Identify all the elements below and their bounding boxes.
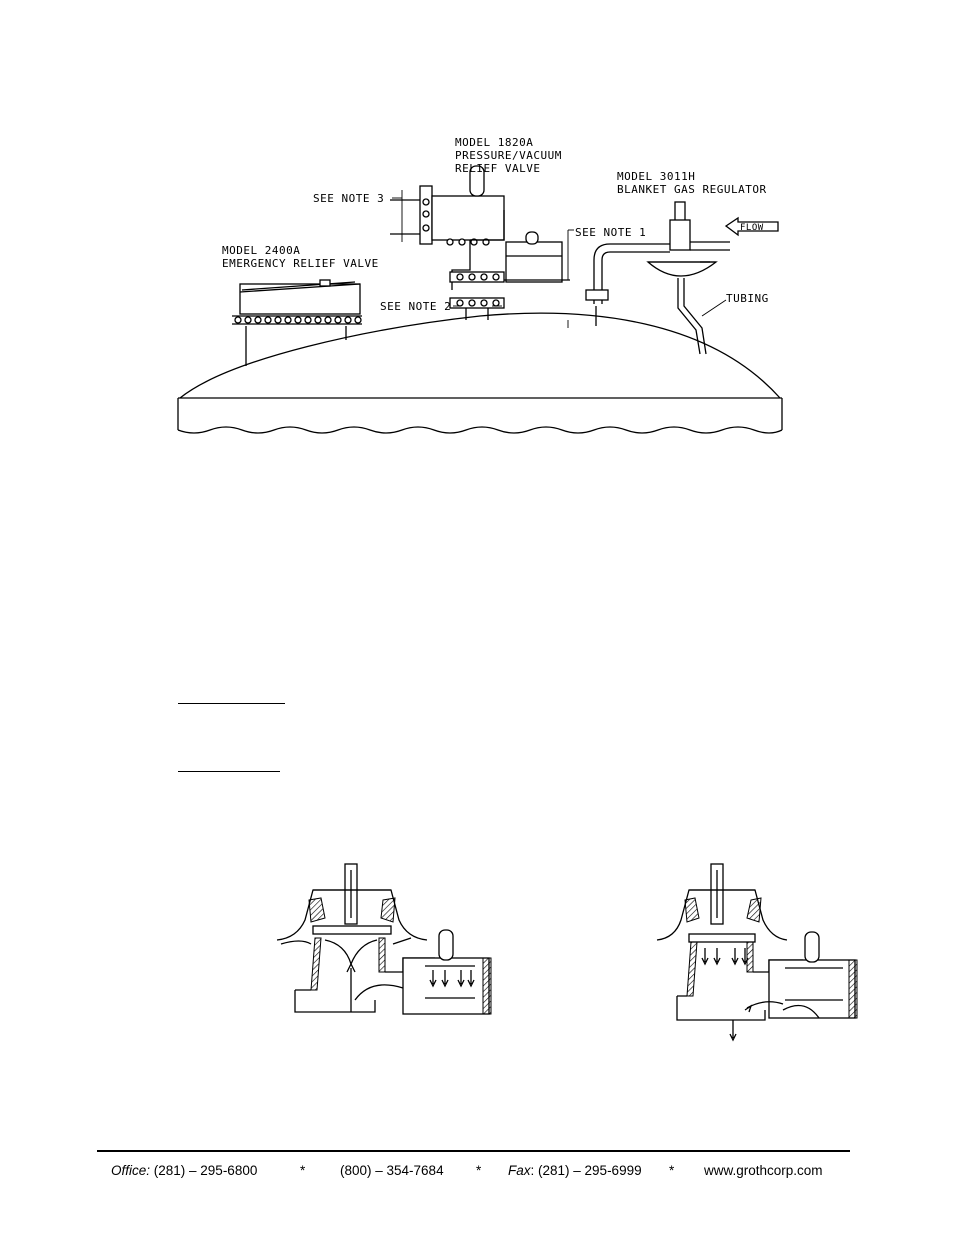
tank-shell — [177, 397, 783, 430]
tubing-label: TUBING — [726, 292, 769, 305]
model-2400a-label-2: EMERGENCY RELIEF VALVE — [222, 257, 379, 270]
valve-section-pressure-diagram — [276, 863, 492, 1015]
tank-roof — [179, 312, 781, 399]
office-number: (281) – 295-6800 — [150, 1163, 258, 1178]
footer-separator-3: * — [669, 1163, 675, 1178]
section-heading-rule-1 — [178, 703, 285, 704]
pressure-vacuum-relief-valve-1820a — [390, 165, 570, 320]
blanket-gas-regulator-3011h — [585, 201, 730, 355]
flow-label: FLOW — [740, 223, 764, 233]
footer-separator-2: * — [476, 1163, 482, 1178]
fax-label: Fax — [508, 1163, 531, 1178]
model-1820a-label-3: RELIEF VALVE — [455, 162, 540, 175]
footer-fax: Fax: (281) – 295-6999 — [508, 1163, 642, 1178]
see-note-3-label: SEE NOTE 3 — [313, 192, 384, 205]
flange-bolts-2400a — [234, 316, 362, 324]
model-2400a-label-1: MODEL 2400A — [222, 244, 300, 257]
valve-section-vacuum-diagram — [656, 863, 858, 1042]
tank-break-line — [177, 426, 783, 434]
see-note-2-label: SEE NOTE 2 — [380, 300, 451, 313]
model-1820a-label-1: MODEL 1820A — [455, 136, 533, 149]
office-label: Office: — [111, 1163, 151, 1178]
model-3011h-label-1: MODEL 3011H — [617, 170, 695, 183]
emergency-relief-valve-2400a — [232, 279, 362, 366]
footer-separator-1: * — [300, 1163, 306, 1178]
footer-office: Office: (281) – 295-6800 — [111, 1163, 257, 1178]
model-3011h-label-2: BLANKET GAS REGULATOR — [617, 183, 767, 196]
section-heading-rule-2 — [178, 771, 280, 772]
fax-number: : (281) – 295-6999 — [530, 1163, 642, 1178]
tank-installation-diagram: MODEL 2400A EMERGENCY RELIEF VALVE MODEL… — [177, 136, 783, 434]
model-1820a-label-2: PRESSURE/VACUUM — [455, 149, 562, 162]
footer-website[interactable]: www.grothcorp.com — [704, 1163, 823, 1178]
footer-rule — [97, 1150, 850, 1152]
footer-tollfree-number: (800) – 354-7684 — [340, 1163, 444, 1178]
flow-arrow — [724, 216, 779, 237]
see-note-1-label: SEE NOTE 1 — [575, 226, 646, 239]
